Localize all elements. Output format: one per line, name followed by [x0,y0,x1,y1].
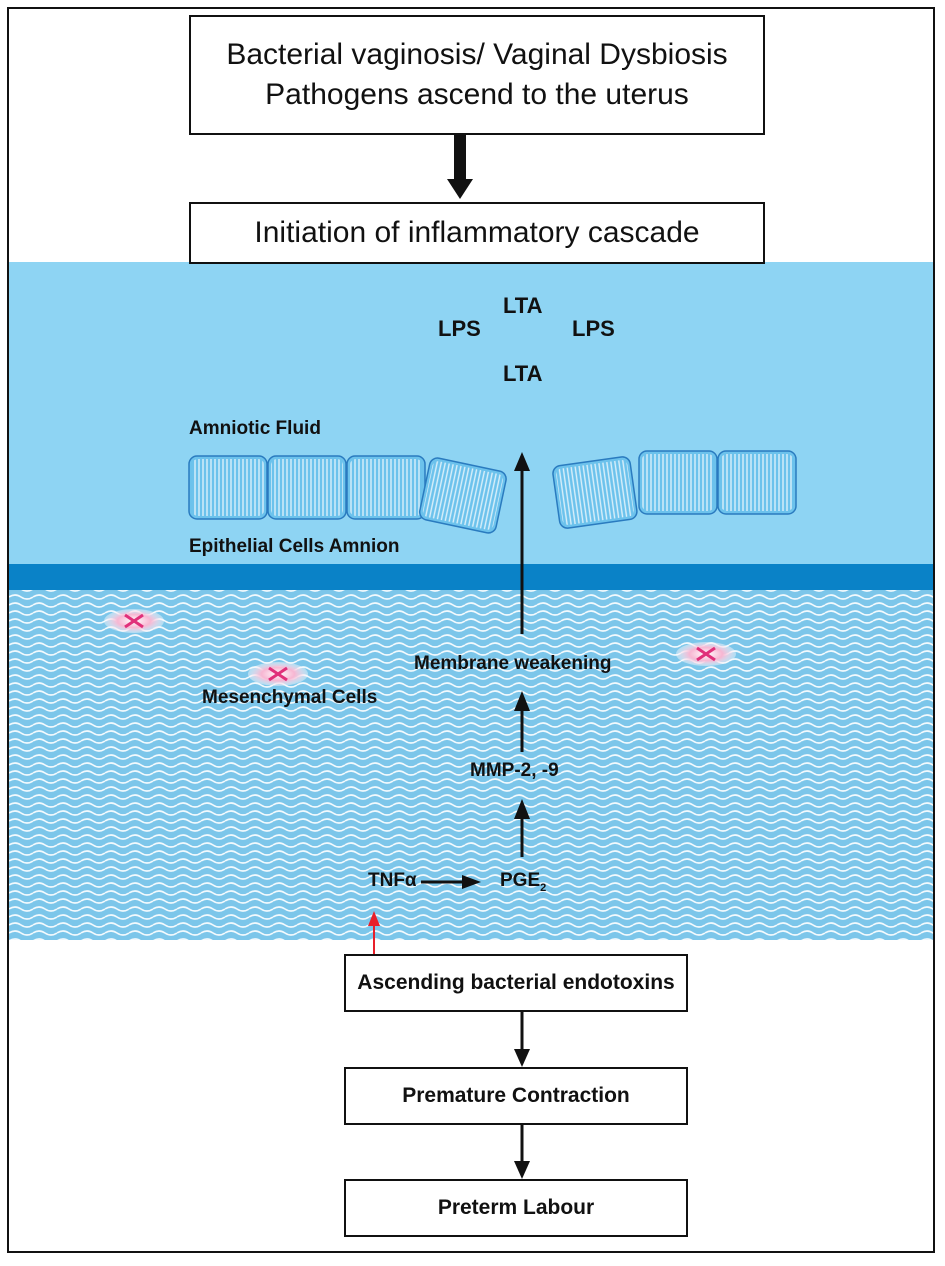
amniotic-fluid-label: Amniotic Fluid [189,418,321,439]
preterm-labour-box: Preterm Labour [344,1179,688,1237]
mesenchymal-cells-label: Mesenchymal Cells [202,687,378,708]
initiation-box: Initiation of inflammatory cascade [189,202,765,264]
diagram-graphics [9,135,933,1179]
arrow-pge-to-mmp [514,799,530,857]
epithelial-cells-label: Epithelial Cells Amnion [189,536,400,557]
lta-label-bottom: LTA [503,361,543,386]
top-box-line1: Bacterial vaginosis/ Vaginal Dysbiosis [226,38,728,71]
premature-contraction-box: Premature Contraction [344,1067,688,1125]
basement-membrane [9,564,933,590]
thick-arrow [447,135,473,199]
arrow-ascending-to-premature [514,1012,530,1067]
lps-label-right: LPS [572,316,615,341]
lps-label-left: LPS [438,316,481,341]
ascending-endotoxins-box: Ascending bacterial endotoxins [344,954,688,1012]
arrow-premature-to-preterm [514,1125,530,1179]
membrane-weakening-label: Membrane weakening [414,653,612,674]
arrow-mmp-to-weakening [514,691,530,752]
mmp-label: MMP-2, -9 [470,760,559,781]
mesenchymal-cell-marker [248,662,308,686]
pge2-label: PGE2 [500,870,546,894]
arrow-up-through-membrane [514,452,530,634]
red-arrow-endotoxins-to-tnf [368,911,380,954]
lta-label-top: LTA [503,293,543,318]
top-box-line2: Pathogens ascend to the uterus [265,78,689,111]
arrow-tnf-to-pge [421,875,481,889]
pge-text: PGE [500,870,541,891]
mesenchymal-cell-marker [104,609,164,633]
epithelial-cells-left [188,455,507,534]
top-box: Bacterial vaginosis/ Vaginal Dysbiosis P… [189,15,765,135]
mesenchymal-cell-marker [676,642,736,666]
tnf-alpha-label: TNFα [368,870,417,891]
epithelial-cells-right [552,450,797,529]
diagram-frame: Bacterial vaginosis/ Vaginal Dysbiosis P… [7,7,935,1253]
pge-subscript: 2 [540,881,547,894]
